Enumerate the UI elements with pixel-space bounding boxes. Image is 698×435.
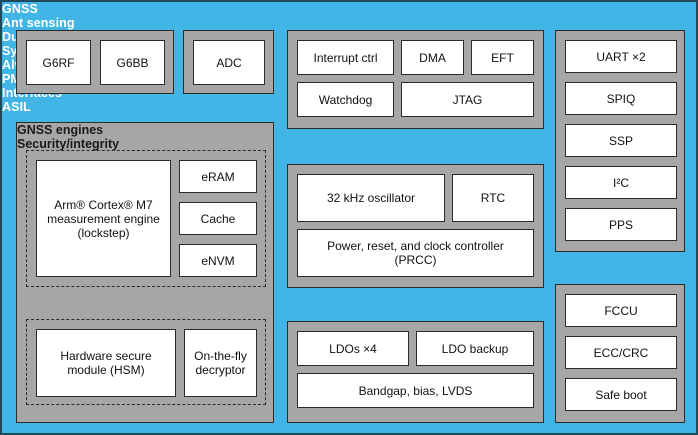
block-ldo-backup[interactable]: LDO backup (416, 331, 534, 366)
block-label-line-2: decryptor (195, 363, 246, 377)
block-ssp[interactable]: SSP (565, 124, 677, 157)
block-jtag[interactable]: JTAG (401, 82, 534, 117)
group-asil: FCCU ECC/CRC Safe boot (555, 284, 685, 423)
block-dma[interactable]: DMA (401, 40, 464, 75)
block-label: I²C (613, 175, 629, 190)
block-label-line-2: (PRCC) (394, 253, 437, 267)
block-ldos[interactable]: LDOs ×4 (297, 331, 409, 366)
block-watchdog[interactable]: Watchdog (297, 82, 394, 117)
block-uart[interactable]: UART ×2 (565, 40, 677, 73)
subsection-title-security-integrity: Security/integrity (17, 137, 120, 151)
block-label: FCCU (604, 303, 638, 318)
block-label: PPS (608, 217, 633, 232)
block-safe-boot[interactable]: Safe boot (565, 378, 677, 411)
block-label: DMA (419, 50, 446, 65)
block-label: G6RF (42, 55, 75, 70)
block-label: EFT (491, 50, 514, 65)
block-label-line-1: Arm® Cortex® M7 (54, 197, 153, 212)
block-label: SSP (608, 133, 633, 148)
block-label-line-1: Power, reset, and clock controller (327, 239, 504, 253)
block-label: ADC (216, 55, 242, 70)
block-cortex-m7-measurement-engine[interactable]: Arm® Cortex® M7 measurement engine (lock… (36, 160, 171, 277)
block-rtc[interactable]: RTC (452, 174, 534, 222)
block-label: JTAG (452, 92, 483, 107)
block-eft[interactable]: EFT (471, 40, 534, 75)
block-label: eRAM (201, 169, 235, 184)
block-32khz-oscillator[interactable]: 32 kHz oscillator (297, 174, 445, 222)
section-title-asil: ASIL (2, 100, 31, 114)
block-spiq[interactable]: SPIQ (565, 82, 677, 115)
block-pps[interactable]: PPS (565, 208, 677, 241)
block-fccu[interactable]: FCCU (565, 294, 677, 327)
block-g6rf[interactable]: G6RF (26, 40, 91, 85)
block-label: UART ×2 (596, 49, 646, 64)
block-label: Safe boot (595, 387, 647, 402)
block-label: eNVM (201, 253, 235, 268)
block-cache[interactable]: Cache (179, 202, 257, 235)
block-label: Cache (200, 211, 236, 226)
group-system: Interrupt ctrl DMA EFT Watchdog JTAG (287, 30, 544, 129)
block-label: Watchdog (318, 92, 373, 107)
block-g6bb[interactable]: G6BB (100, 40, 165, 85)
group-always-on-domain: 32 kHz oscillator RTC Power, reset, and … (287, 164, 544, 288)
group-interfaces: UART ×2 SPIQ SSP I²C PPS (555, 30, 685, 252)
block-label-line-1: On-the-fly (194, 349, 247, 363)
block-on-the-fly-decryptor[interactable]: On-the-fly decryptor (184, 329, 257, 397)
group-gnss: G6RF G6BB (16, 30, 174, 94)
block-label-line-2: module (HSM) (67, 363, 145, 377)
section-title-ant-sensing: Ant sensing (2, 16, 75, 30)
block-label: G6BB (116, 55, 149, 70)
block-power-reset-clock-controller[interactable]: Power, reset, and clock controller (PRCC… (297, 229, 534, 277)
block-interrupt-ctrl[interactable]: Interrupt ctrl (297, 40, 394, 75)
block-envm[interactable]: eNVM (179, 244, 257, 277)
block-adc[interactable]: ADC (193, 40, 265, 85)
block-label: LDOs ×4 (329, 341, 377, 356)
block-label-line-2: measurement engine (47, 211, 160, 226)
block-label: 32 kHz oscillator (326, 191, 416, 205)
block-label: RTC (480, 191, 506, 205)
block-label-line-1: Hardware secure (60, 349, 152, 363)
dashed-area-gnss-engines: Arm® Cortex® M7 measurement engine (lock… (26, 150, 266, 287)
subsection-title-gnss-engines: GNSS engines (17, 123, 104, 137)
block-label: ECC/CRC (593, 345, 649, 360)
block-ecc-crc[interactable]: ECC/CRC (565, 336, 677, 369)
group-ant-sensing: ADC (183, 30, 274, 94)
dashed-area-security-integrity: Hardware secure module (HSM) On-the-fly … (26, 319, 266, 405)
block-label-line-3: (lockstep) (77, 225, 130, 240)
block-label: LDO backup (441, 341, 509, 356)
group-dual-core: GNSS engines Arm® Cortex® M7 measurement… (16, 122, 274, 423)
group-pmu: LDOs ×4 LDO backup Bandgap, bias, LVDS (287, 321, 544, 423)
section-title-gnss: GNSS (2, 2, 38, 16)
block-hardware-secure-module[interactable]: Hardware secure module (HSM) (36, 329, 176, 397)
block-bandgap-bias-lvds[interactable]: Bandgap, bias, LVDS (297, 373, 534, 408)
block-eram[interactable]: eRAM (179, 160, 257, 193)
block-label: SPIQ (606, 91, 636, 106)
block-label: Interrupt ctrl (313, 50, 378, 65)
block-i2c[interactable]: I²C (565, 166, 677, 199)
block-label: Bandgap, bias, LVDS (358, 383, 473, 398)
